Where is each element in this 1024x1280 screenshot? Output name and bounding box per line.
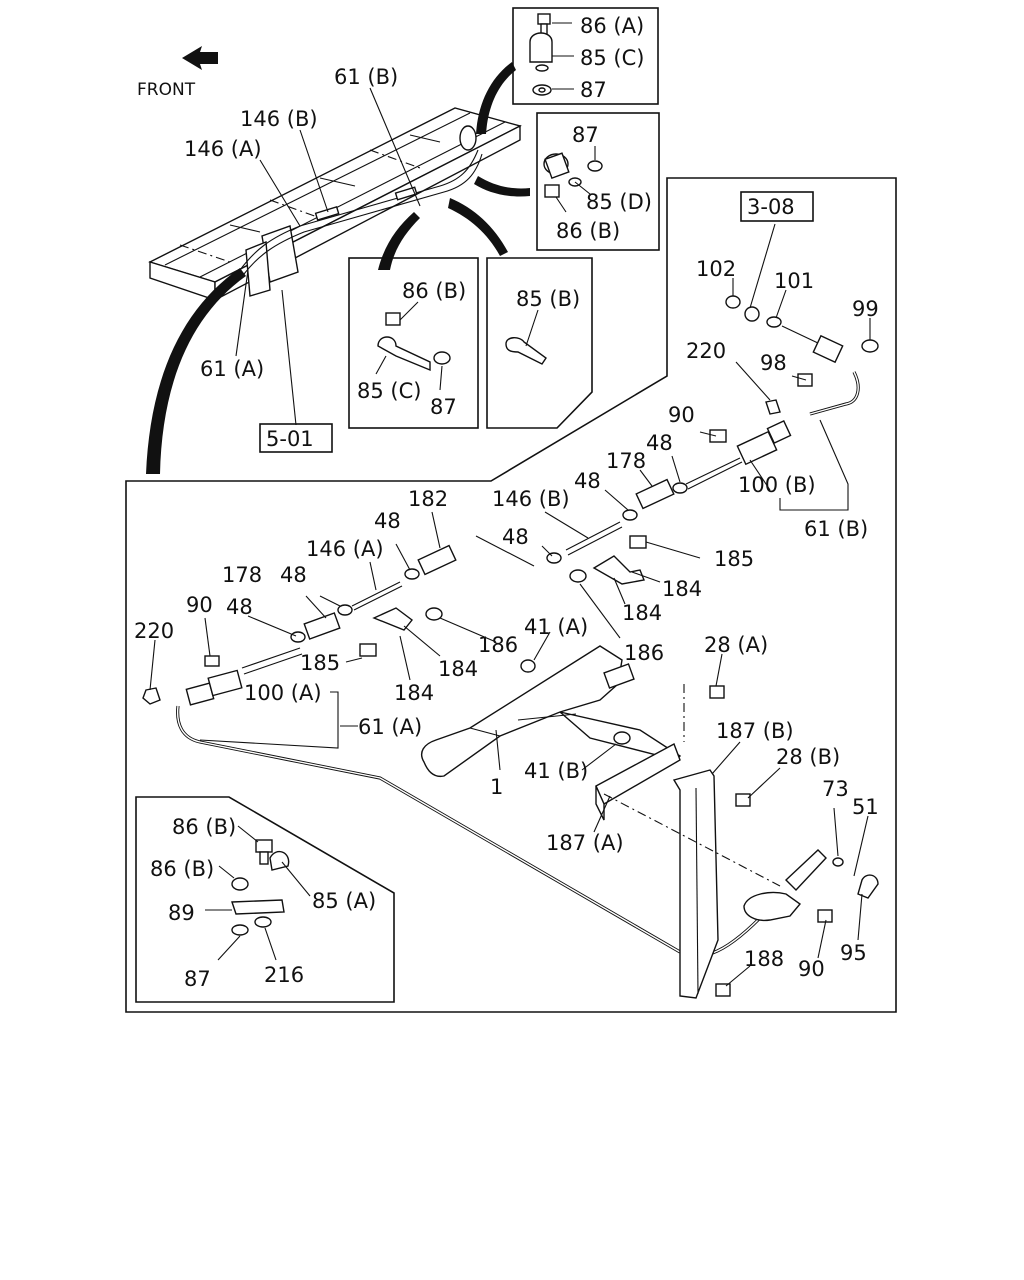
cable-end-100b (685, 295, 879, 490)
callout-89: 89 (168, 901, 195, 925)
callout-187b: 187 (B) (716, 719, 794, 743)
callout-182: 182 (408, 487, 448, 511)
detail-box-d (536, 112, 660, 251)
callout-48-left-3: 48 (226, 595, 253, 619)
callout-220-right: 220 (686, 339, 726, 363)
callout-184-right-1: 184 (662, 577, 702, 601)
callout-48-right-1: 48 (646, 431, 673, 455)
callout-48-mid: 48 (502, 525, 529, 549)
part-callouts: 86 (A) 85 (C) 87 87 85 (D) 86 (B) 61 (B)… (134, 14, 879, 991)
callout-86b-inset-1: 86 (B) (172, 815, 236, 839)
callout-61a-top: 61 (A) (200, 357, 264, 381)
detail-box-b (486, 257, 593, 429)
callout-184-left-2: 184 (394, 681, 434, 705)
callout-87-top: 87 (580, 78, 607, 102)
callout-61b-top: 61 (B) (334, 65, 398, 89)
callout-102: 102 (696, 257, 736, 281)
leader-lines (149, 87, 871, 987)
callout-87-detail-d: 87 (572, 123, 599, 147)
callout-85b: 85 (B) (516, 287, 580, 311)
callout-101: 101 (774, 269, 814, 293)
parking-brake-lever (420, 645, 682, 778)
callout-184-right-2: 184 (622, 601, 662, 625)
callout-48-left-2: 48 (280, 563, 307, 587)
cable-middle-146b (475, 478, 688, 585)
ref-box-3-08: 3-08 (740, 191, 814, 222)
callout-51: 51 (852, 795, 879, 819)
callout-85a: 85 (A) (312, 889, 376, 913)
callout-86b-detail-d: 86 (B) (556, 219, 620, 243)
callout-216: 216 (264, 963, 304, 987)
callout-85c-top: 85 (C) (580, 46, 644, 70)
callout-90-left: 90 (186, 593, 213, 617)
callout-48-right-2: 48 (574, 469, 601, 493)
callout-99: 99 (852, 297, 879, 321)
callout-85d: 85 (D) (586, 190, 652, 214)
front-label: FRONT (137, 80, 196, 100)
callout-61b-right: 61 (B) (804, 517, 868, 541)
callout-90-bottom: 90 (798, 957, 825, 981)
detail-pointer-arrows (146, 62, 530, 474)
detail-box-top (512, 7, 659, 105)
callout-100a: 100 (A) (244, 681, 322, 705)
ref-box-5-01: 5-01 (259, 423, 333, 453)
callout-86a-top: 86 (A) (580, 14, 644, 38)
callout-28b: 28 (B) (776, 745, 840, 769)
callout-1: 1 (490, 775, 503, 799)
callout-90-right: 90 (668, 403, 695, 427)
callout-86b-inset-2: 86 (B) (150, 857, 214, 881)
detail-box-c (348, 257, 479, 429)
callout-146b-top: 146 (B) (240, 107, 318, 131)
callout-41b: 41 (B) (524, 759, 588, 783)
callout-146b-mid: 146 (B) (492, 487, 570, 511)
chassis-frame-drawing (148, 107, 522, 302)
ref-label-3-08: 3-08 (747, 195, 795, 219)
callout-185-right: 185 (714, 547, 754, 571)
callout-146a-top: 146 (A) (184, 137, 262, 161)
callout-87-detail-c: 87 (430, 395, 457, 419)
callout-186-left: 186 (478, 633, 518, 657)
main-assembly-frame (125, 177, 897, 1013)
front-arrow-icon (182, 46, 218, 70)
callout-100b: 100 (B) (738, 473, 816, 497)
callout-85c-detail-c: 85 (C) (357, 379, 421, 403)
callout-95: 95 (840, 941, 867, 965)
front-orientation: FRONT (137, 46, 218, 100)
callout-178-right: 178 (606, 449, 646, 473)
callout-184-left-1: 184 (438, 657, 478, 681)
ref-label-5-01: 5-01 (266, 427, 314, 451)
callout-186-right: 186 (624, 641, 664, 665)
callout-86b-detail-c: 86 (B) (402, 279, 466, 303)
callout-178-left: 178 (222, 563, 262, 587)
callout-146a-mid: 146 (A) (306, 537, 384, 561)
callout-185-left: 185 (300, 651, 340, 675)
equalizer-parts (743, 807, 879, 959)
callout-61a-left: 61 (A) (358, 715, 422, 739)
callout-98: 98 (760, 351, 787, 375)
detail-box-a (135, 796, 395, 1003)
callout-73: 73 (822, 777, 849, 801)
callout-187a: 187 (A) (546, 831, 624, 855)
callout-220-left: 220 (134, 619, 174, 643)
callout-41a: 41 (A) (524, 615, 588, 639)
callout-87-inset: 87 (184, 967, 211, 991)
callout-28a: 28 (A) (704, 633, 768, 657)
mounting-brackets (595, 684, 781, 999)
callout-188: 188 (744, 947, 784, 971)
cable-end-100a (142, 544, 457, 706)
callout-48-left-1: 48 (374, 509, 401, 533)
